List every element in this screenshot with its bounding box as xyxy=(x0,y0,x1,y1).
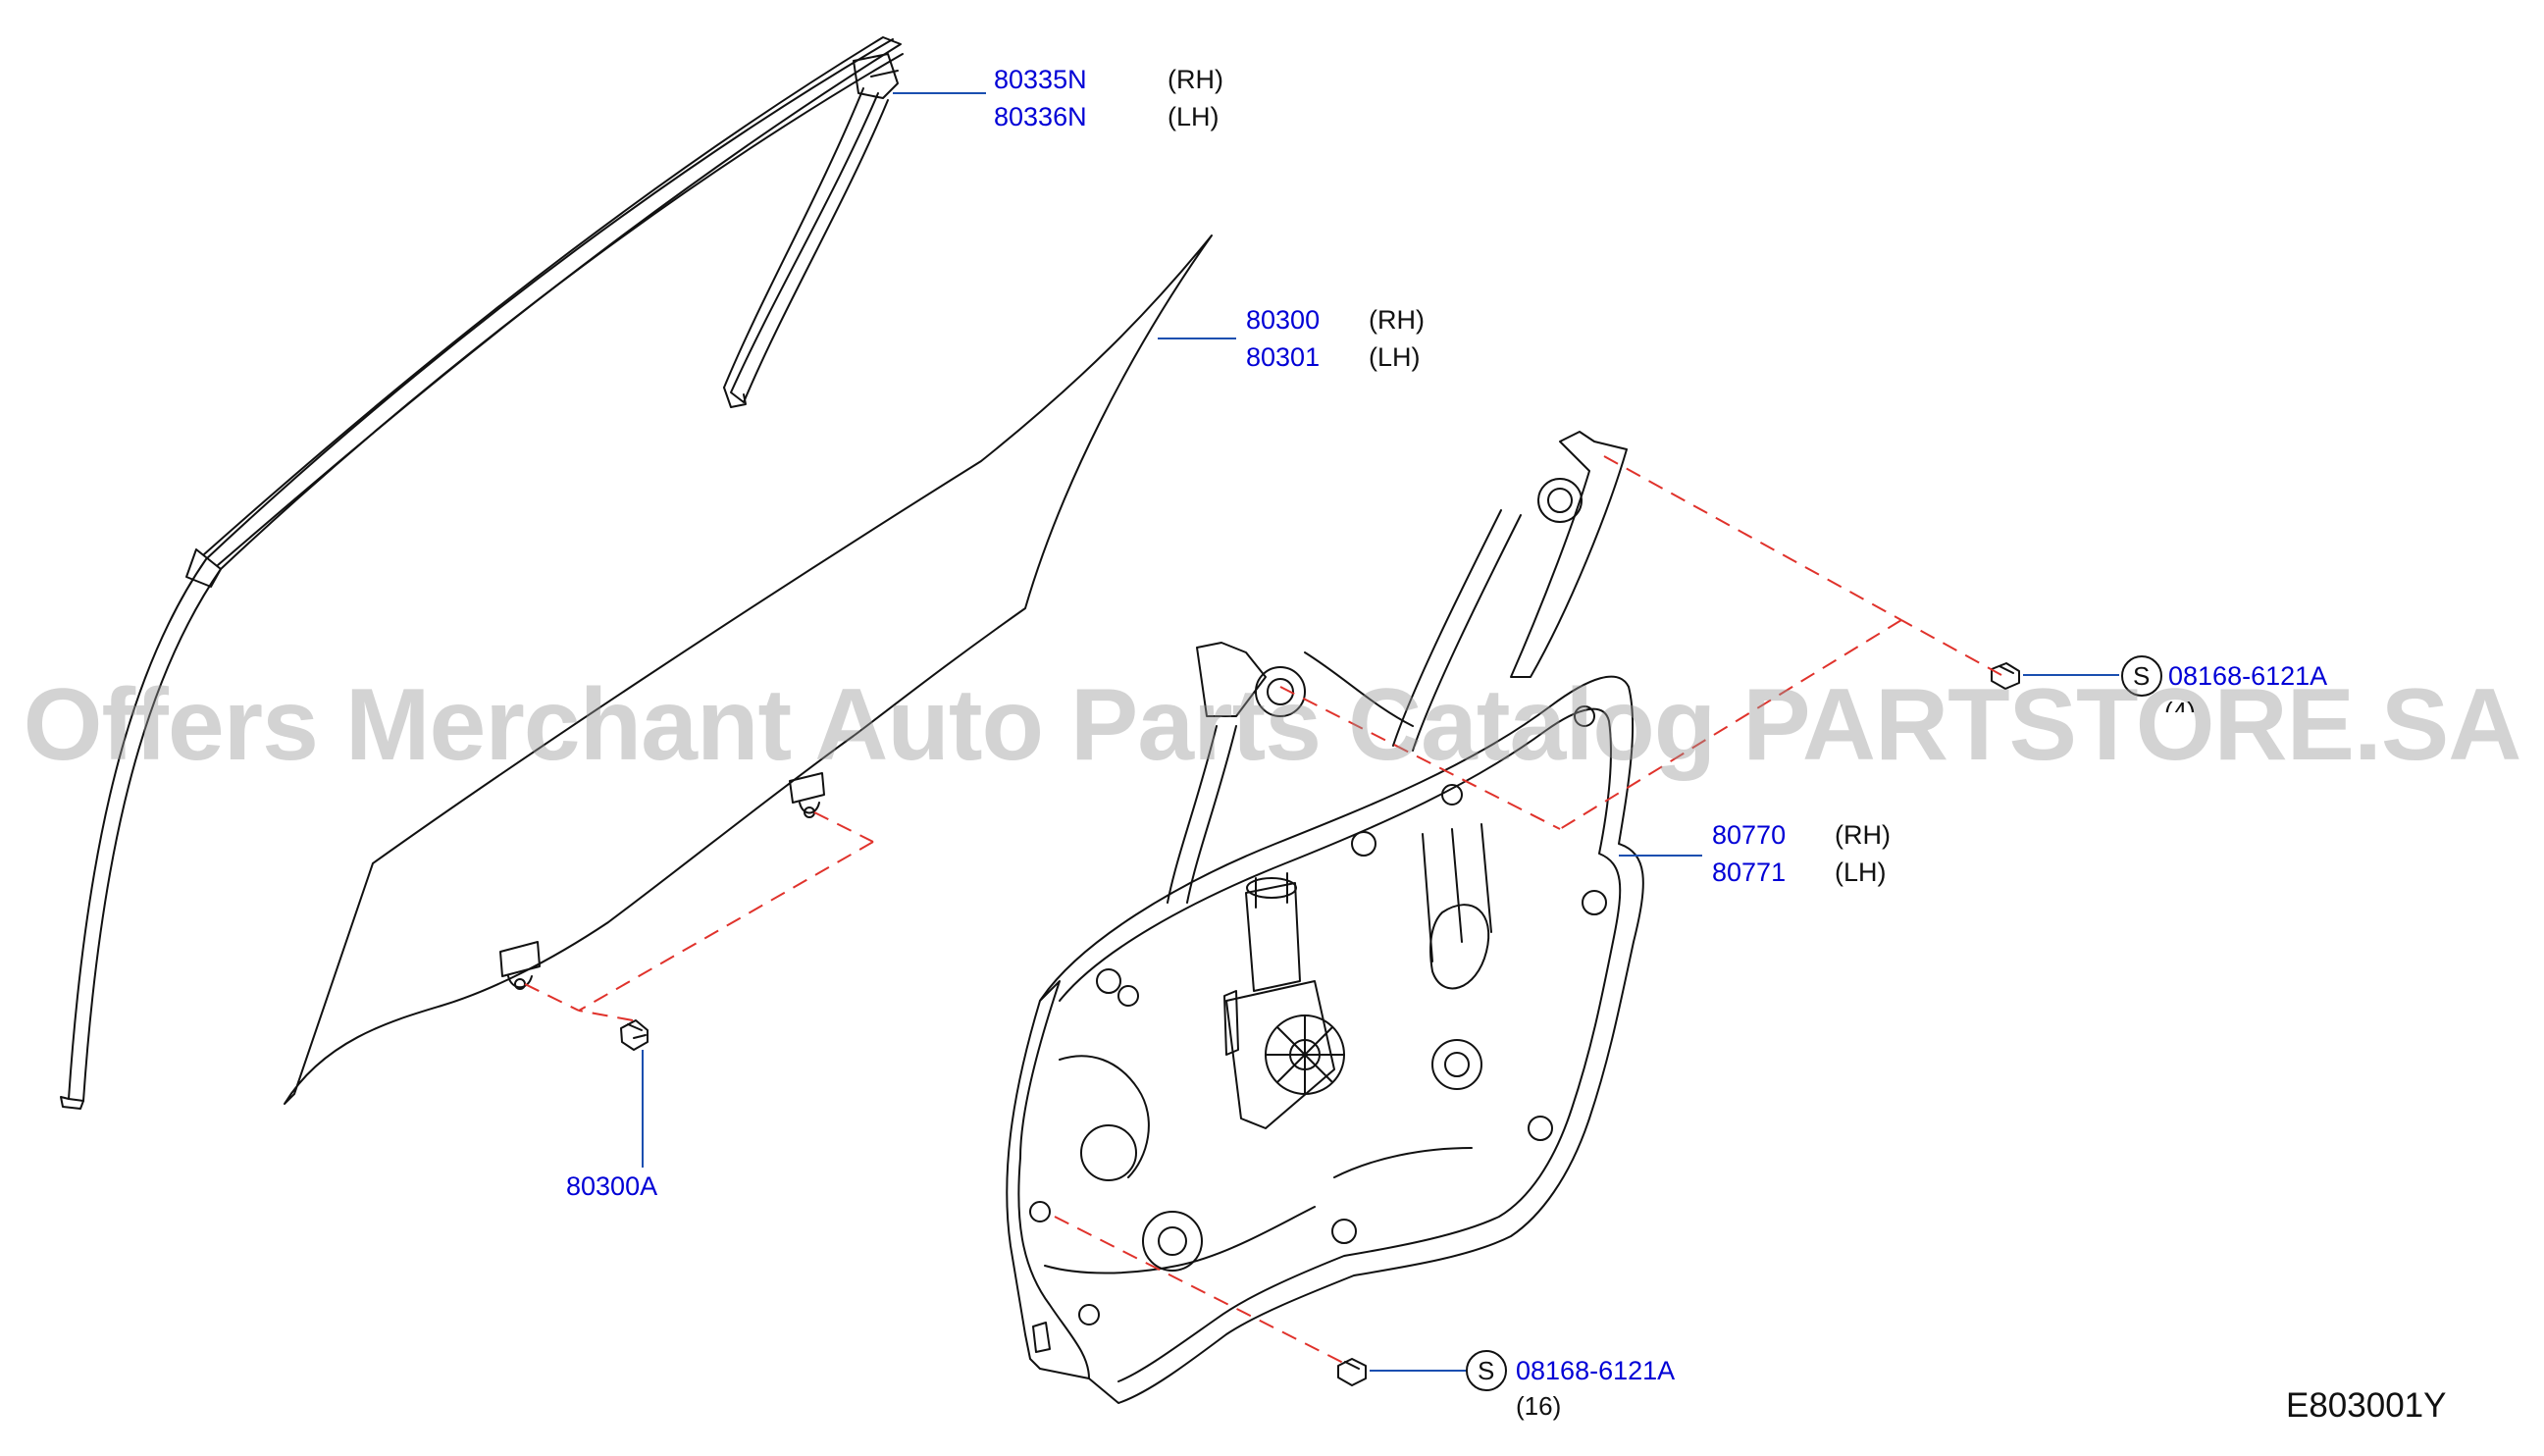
side-label-lh: (LH) xyxy=(1835,858,1887,887)
assembly-dashed-lines xyxy=(524,455,2002,1367)
part-number-80771[interactable]: 80771 xyxy=(1712,858,1787,887)
standard-part-symbol-lower xyxy=(1466,1350,1507,1391)
door-glass-drawing xyxy=(284,234,1213,1105)
part-number-80335N[interactable]: 80335N xyxy=(994,65,1087,94)
part-number-08168-6121A-lower[interactable]: 08168-6121A xyxy=(1516,1356,1676,1385)
diagram-code: E803001Y xyxy=(2286,1386,2447,1425)
side-label-lh: (LH) xyxy=(1168,102,1220,131)
glass-bolt-drawing xyxy=(620,1019,649,1051)
quantity-label-upper: (4) xyxy=(2164,699,2196,712)
standard-part-symbol-s: S xyxy=(1478,1356,1495,1385)
part-number-80300A[interactable]: 80300A xyxy=(566,1171,658,1201)
part-number-80300[interactable]: 80300 xyxy=(1246,305,1321,335)
part-number-80301[interactable]: 80301 xyxy=(1246,342,1321,372)
lower-bolt-drawing xyxy=(1337,1358,1367,1386)
side-label-lh: (LH) xyxy=(1369,342,1421,372)
part-number-08168-6121A-upper[interactable]: 08168-6121A xyxy=(2168,661,2328,691)
leader-lines xyxy=(642,92,2119,1372)
side-label-rh: (RH) xyxy=(1835,820,1891,850)
standard-part-symbol-upper xyxy=(2121,655,2162,697)
part-number-80336N[interactable]: 80336N xyxy=(994,102,1087,131)
side-label-rh: (RH) xyxy=(1369,305,1425,335)
quantity-label-lower: (16) xyxy=(1516,1391,1562,1421)
standard-part-symbol-s: S xyxy=(2133,661,2151,691)
side-label-rh: (RH) xyxy=(1168,65,1223,94)
upper-bolt-drawing xyxy=(1991,662,2020,690)
regulator-drawing xyxy=(1006,431,1644,1404)
part-number-80770[interactable]: 80770 xyxy=(1712,820,1787,850)
glass-clips-drawing xyxy=(499,772,825,990)
door-sash-drawing xyxy=(60,36,904,1110)
